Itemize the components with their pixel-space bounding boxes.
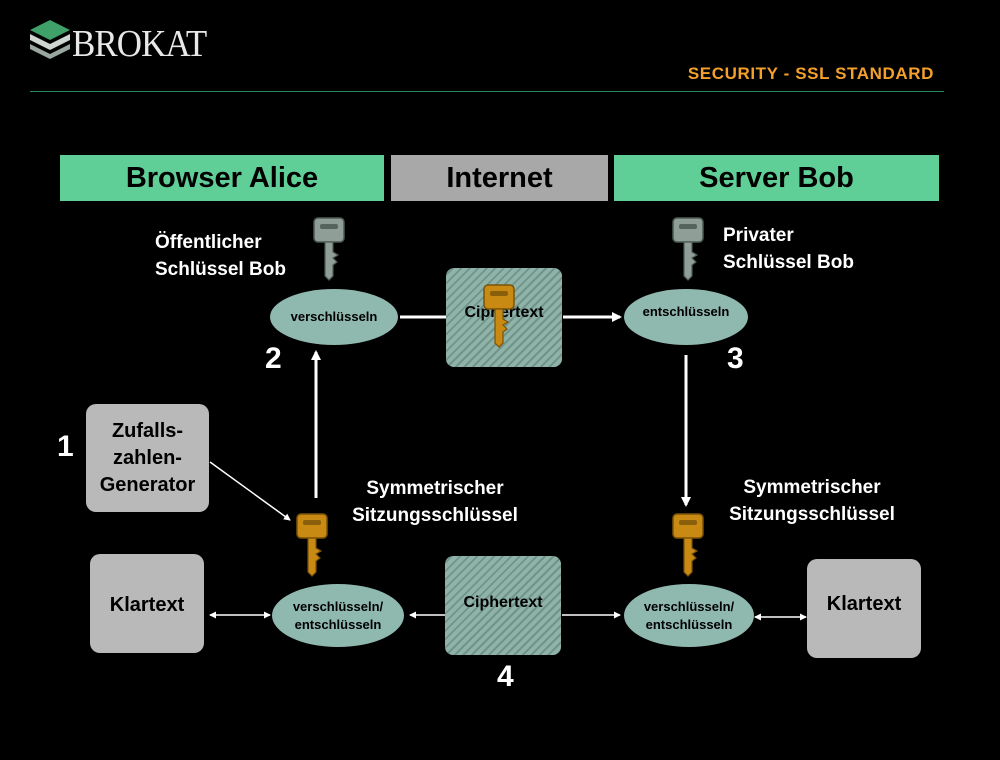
session-key-label-left: Symmetrischer Sitzungsschlüssel [352, 478, 518, 526]
ciphertext-key-icon [483, 284, 515, 348]
encrypt-decrypt-node-left: verschlüsseln/ entschlüsseln [272, 584, 404, 647]
encrypt-decrypt-node-right: verschlüsseln/ entschlüsseln [624, 584, 754, 647]
header-divider [30, 91, 944, 92]
random-number-generator: Zufalls- zahlen- Generator [86, 404, 209, 512]
decrypt-node: entschlüsseln [624, 289, 748, 345]
private-key-label: Privater Schlüssel Bob [723, 225, 854, 273]
ciphertext-label-top: Ciphertext [464, 304, 544, 321]
band-server-bob: Server Bob [614, 155, 939, 201]
step-2: 2 [265, 342, 282, 375]
band-browser-alice: Browser Alice [60, 155, 384, 201]
session-key-icon-right [672, 513, 704, 577]
step-4: 4 [497, 660, 514, 693]
public-key-icon [313, 217, 345, 281]
session-key-label-right: Symmetrischer Sitzungsschlüssel [729, 477, 895, 525]
band-internet: Internet [391, 155, 608, 201]
page-subtitle: SECURITY - SSL STANDARD [687, 64, 934, 83]
session-key-icon-left [296, 513, 328, 577]
ciphertext-label-bottom: Ciphertext [463, 594, 543, 611]
step-1: 1 [57, 430, 74, 463]
private-key-icon [672, 217, 704, 281]
step-3: 3 [727, 342, 744, 375]
public-key-label: Öffentlicher Schlüssel Bob [155, 232, 286, 280]
brokat-logo-text: BROKAT [72, 23, 207, 65]
brokat-logo-icon [30, 20, 70, 59]
plaintext-box-right: Klartext [807, 559, 921, 658]
ciphertext-box-bottom: Ciphertext [445, 556, 561, 655]
plaintext-box-left: Klartext [90, 554, 204, 653]
encrypt-node: verschlüsseln [270, 289, 398, 345]
